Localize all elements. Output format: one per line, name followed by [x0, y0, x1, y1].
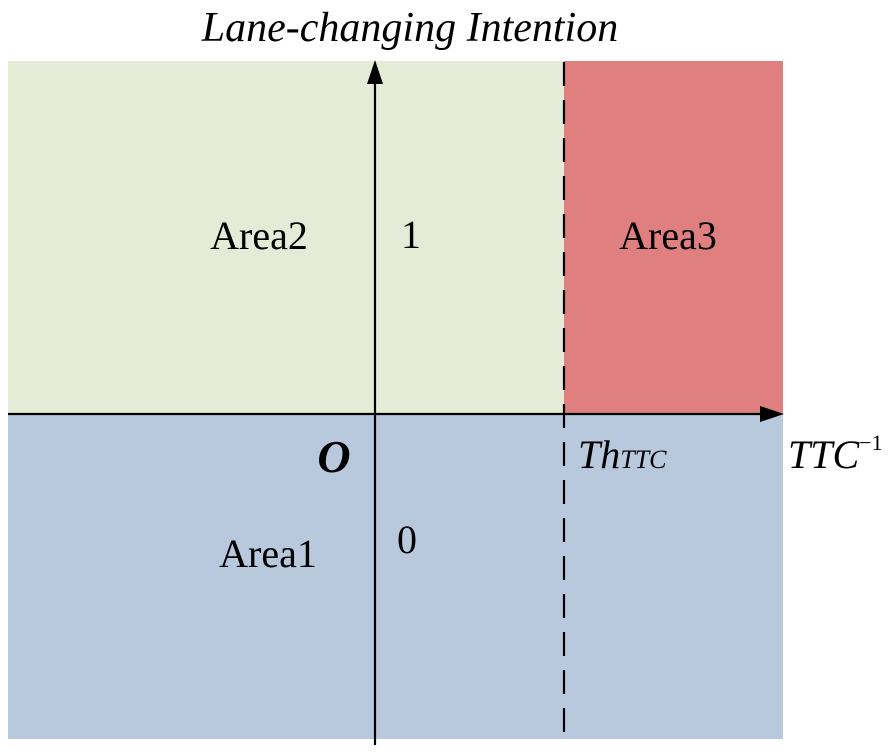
threshold-label-subscript: TTC — [620, 445, 667, 474]
area2-region — [8, 61, 564, 414]
y-axis-arrowhead — [367, 60, 383, 84]
x-axis-arrowhead — [760, 406, 784, 422]
level-low-label: 0 — [397, 517, 417, 562]
area3-label: Area3 — [619, 213, 717, 258]
area2-label: Area2 — [210, 213, 308, 258]
level-high-label: 1 — [401, 212, 421, 257]
x-axis-label-superscript: −1 — [859, 430, 882, 455]
threshold-label-main: Th — [578, 432, 620, 477]
x-axis-label: TTC−1 — [788, 430, 883, 477]
area1-region — [8, 414, 783, 739]
threshold-label: ThTTC — [578, 432, 667, 477]
diagram-title: Lane-changing Intention — [201, 5, 618, 51]
x-axis-label-main: TTC — [788, 432, 860, 477]
origin-label: O — [317, 431, 350, 482]
area3-region — [564, 61, 783, 414]
area1-label: Area1 — [219, 531, 317, 576]
